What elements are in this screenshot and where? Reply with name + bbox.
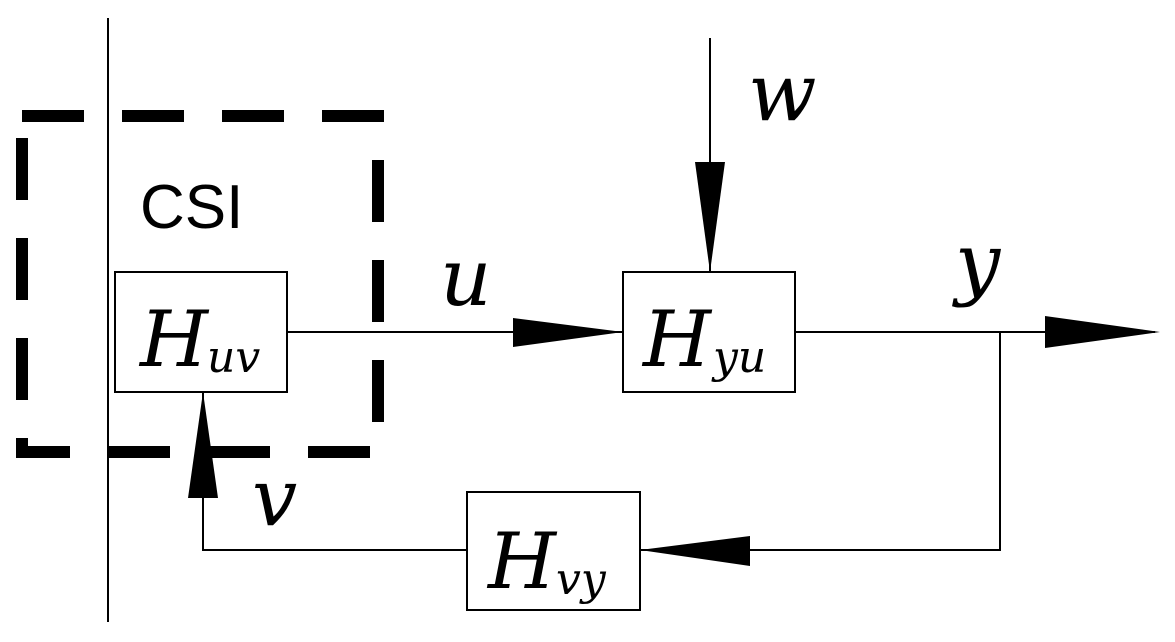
block-huv: H uv [114, 271, 288, 393]
signal-w-label: w [748, 46, 816, 139]
block-hvy-main: H [486, 517, 558, 607]
block-hvy: H vy [466, 491, 641, 611]
arrow-feedback [640, 536, 750, 566]
wire-v [202, 392, 467, 551]
arrow-u [513, 318, 623, 347]
csi-label: CSI [140, 173, 243, 242]
csi-region [16, 110, 384, 458]
block-hyu: H yu [622, 271, 796, 393]
block-hyu-sub: yu [711, 332, 766, 383]
arrow-w [695, 162, 725, 272]
signal-v-label: v [252, 451, 297, 544]
signal-y-label: y [952, 216, 1002, 309]
arrow-y [1045, 316, 1160, 348]
block-hvy-sub: vy [556, 554, 607, 605]
block-hyu-main: H [641, 295, 713, 385]
arrow-v [188, 392, 218, 498]
block-huv-sub: uv [207, 332, 260, 383]
block-huv-main: H [138, 295, 210, 385]
wire-feedback [640, 332, 1001, 551]
signal-u-label: u [440, 231, 492, 324]
